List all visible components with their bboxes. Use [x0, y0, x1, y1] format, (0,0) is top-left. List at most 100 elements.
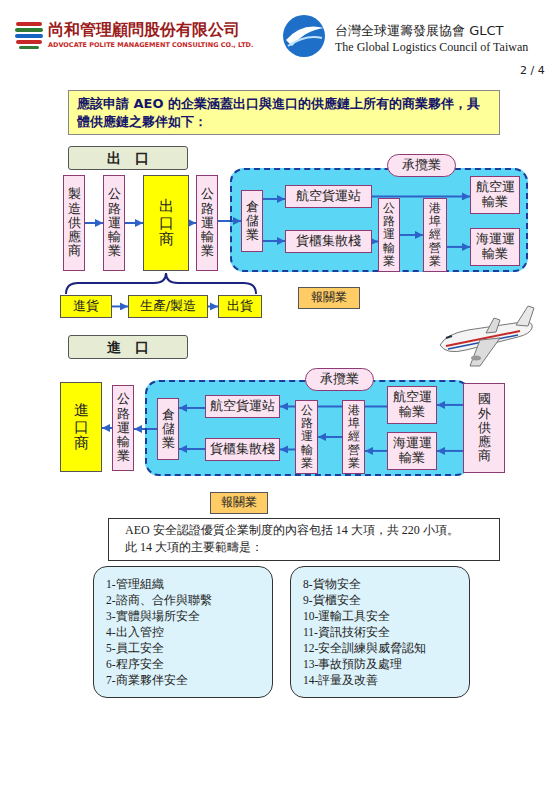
bracket	[66, 273, 256, 294]
section-header: 出 口	[68, 146, 188, 170]
process-box: 航空貨運站	[205, 395, 280, 418]
node-text: 報關業	[311, 291, 347, 305]
process-box: 貨櫃集散棧	[285, 230, 372, 253]
header-label: 尚和管理顧問股份有限公司	[48, 20, 240, 41]
flow-arrow	[437, 450, 463, 452]
node-text: 10-運輸工具安全	[303, 608, 390, 624]
node-text: 航空貨運站	[296, 189, 361, 204]
process-box: 港埠經營業	[342, 400, 365, 474]
header-label: ADVOCATE POLITE MANAGEMENT CONSULTING CO…	[48, 41, 253, 49]
node-text: 12-安全訓練與威脅認知	[303, 640, 426, 656]
process-box: 進口商	[60, 382, 102, 472]
node-text: 港埠經營業	[429, 202, 441, 268]
process-box: 航空運輸業	[387, 386, 437, 424]
process-box: 生產/製造	[128, 295, 208, 318]
flow-arrow	[437, 404, 463, 406]
flow-arrow	[318, 436, 342, 438]
node-text: 4-出入管控	[106, 624, 164, 640]
node-text: 9-貨櫃安全	[303, 592, 361, 608]
airplane-illustration	[440, 306, 534, 366]
flow-arrow	[447, 246, 470, 248]
process-box: 國外供應商	[463, 383, 505, 473]
node-text: 進口商	[74, 402, 89, 452]
node-text: 公路運輸業	[117, 392, 130, 463]
node-text: 8-貨物安全	[303, 576, 361, 592]
flow-arrow	[179, 448, 205, 450]
node-text: 海運運輸業	[474, 232, 516, 262]
list-box: 1-管理組織2-諮商、合作與聯繫3-實體與場所安全4-出入管控5-員工安全6-程…	[93, 566, 273, 698]
node-text: 1-管理組織	[106, 576, 164, 592]
node-text: 報關業	[221, 496, 257, 510]
node-text: 進 口	[107, 339, 149, 355]
node-text: 出口商	[159, 198, 174, 248]
node-text: 製造供應商	[68, 187, 81, 258]
process-box: 航空運輸業	[470, 176, 520, 214]
flow-arrow	[263, 198, 285, 200]
process-box: 報關業	[210, 492, 268, 514]
process-box: 公路運輸業	[196, 175, 218, 271]
text-box: AEO 安全認證優質企業制度的內容包括 14 大項，共 220 小項。此 14 …	[108, 518, 500, 561]
node-text: 海運運輸業	[391, 436, 433, 466]
flow-arrow	[112, 305, 128, 307]
node-text: 14-評量及改善	[303, 672, 378, 688]
node-text: 公路運輸業	[201, 187, 214, 258]
node-text: 公路運輸業	[383, 202, 395, 268]
header-label: 2 / 4	[520, 64, 545, 77]
node-text: 進貨	[73, 299, 99, 314]
process-box: 倉儲業	[241, 190, 263, 252]
flow-arrow	[102, 427, 112, 429]
node-text: 應該申請 AEO 的企業涵蓋出口與進口的供應鏈上所有的商業夥伴，具體供應鏈之夥伴…	[77, 95, 491, 130]
process-box: 出貨	[218, 295, 262, 318]
region-heading: 承攬業	[320, 371, 359, 386]
process-box: 公路運輸業	[103, 175, 125, 271]
process-box: 貨櫃集散棧	[205, 438, 280, 461]
node-text: 13-事故預防及處理	[303, 656, 402, 672]
region-heading: 承攬業	[402, 157, 441, 172]
node-text: 公路運輸業	[301, 404, 313, 470]
flow-arrow	[189, 222, 196, 224]
flow-arrow	[179, 407, 205, 409]
region-heading-box: 承攬業	[387, 154, 456, 177]
process-box: 公路運輸業	[295, 400, 318, 474]
process-box: 港埠經營業	[423, 198, 447, 272]
process-box: 公路運輸業	[112, 385, 134, 471]
flow-arrow	[400, 234, 423, 236]
node-text: 航空運輸業	[474, 180, 516, 210]
flow-arrow	[365, 450, 387, 452]
process-box: 進貨	[60, 295, 112, 318]
node-text: 出貨	[227, 299, 253, 314]
process-box: 航空貨運站	[285, 185, 372, 208]
flow-arrow	[85, 222, 103, 224]
process-box: 報關業	[298, 287, 360, 309]
node-text: 國外供應商	[478, 392, 491, 463]
node-text: 公路運輸業	[108, 187, 121, 258]
header-label: The Global Logistics Council of Taiwan	[335, 40, 528, 55]
region-band: 承攬業倉儲業航空貨運站航空運輸業貨櫃集散棧公路運輸業港埠經營業海運運輸業	[230, 168, 528, 272]
node-text: 貨櫃集散棧	[296, 234, 361, 249]
node-text: 6-程序安全	[106, 656, 164, 672]
flow-arrow	[263, 240, 285, 242]
company-logo	[15, 20, 43, 49]
header-label: 台灣全球運籌發展協會 GLCT	[335, 22, 503, 40]
list-box: 8-貨物安全9-貨櫃安全10-運輸工具安全11-資訊技術安全12-安全訓練與威脅…	[290, 566, 470, 698]
process-box: 公路運輸業	[378, 198, 400, 272]
node-text: 港埠經營業	[348, 404, 360, 470]
node-text: 航空運輸業	[391, 390, 433, 420]
node-text: 倉儲業	[246, 200, 259, 243]
region-heading-box: 承攬業	[305, 368, 374, 391]
node-text: 7-商業夥伴安全	[106, 672, 188, 688]
flow-arrow	[125, 222, 143, 224]
node-text: 出 口	[107, 150, 149, 166]
node-text: 5-員工安全	[106, 640, 164, 656]
node-text: 2-諮商、合作與聯繫	[106, 592, 212, 608]
section-header: 進 口	[68, 335, 188, 359]
node-text: 生產/製造	[140, 299, 196, 314]
node-text: 11-資訊技術安全	[303, 624, 390, 640]
process-box: 海運運輸業	[387, 432, 437, 470]
node-text: 此 14 大項的主要範疇是：	[125, 539, 263, 556]
node-text: AEO 安全認證優質企業制度的內容包括 14 大項，共 220 小項。	[125, 522, 459, 539]
node-text: 3-實體與場所安全	[106, 608, 200, 624]
process-box: 海運運輸業	[470, 228, 520, 266]
flow-arrow	[280, 448, 295, 450]
